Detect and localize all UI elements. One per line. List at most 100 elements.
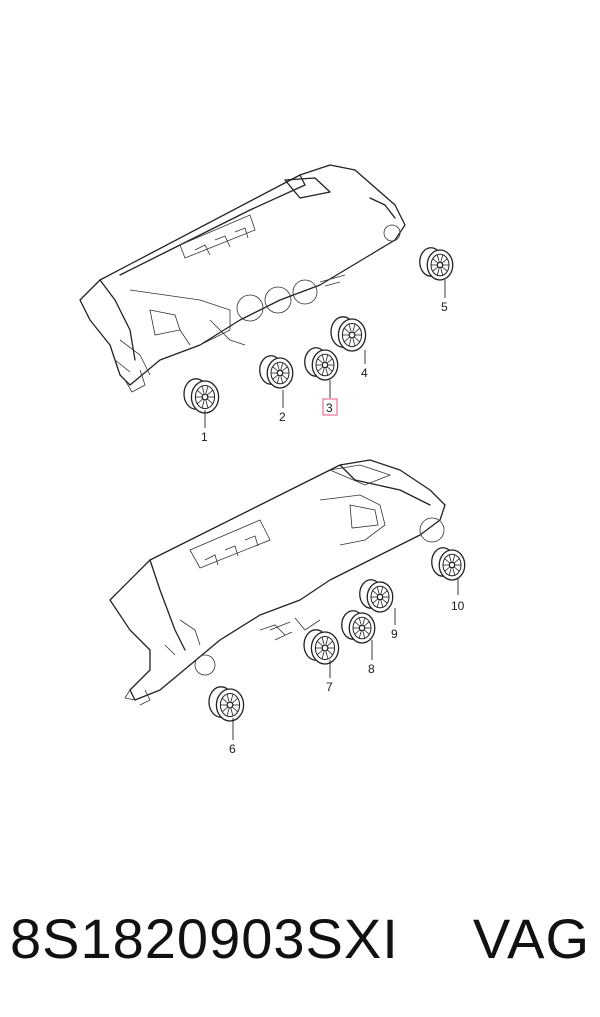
vent-hub (201, 393, 209, 401)
vent-fin (448, 554, 452, 562)
vent-fin (230, 708, 234, 717)
vent-fin (327, 649, 334, 656)
callout-label: 5 (441, 300, 448, 314)
vent-fin (354, 629, 360, 635)
vent-fin (325, 368, 329, 376)
vent-fin (325, 651, 329, 660)
vent-fin (444, 558, 450, 564)
part-caption: 8S1820903SXI VAG (10, 898, 590, 978)
callout-8: 8 (368, 640, 375, 676)
vent-fin (364, 621, 370, 627)
callout-label: 2 (279, 410, 286, 424)
highlight-box (322, 398, 338, 416)
vent-fin (440, 254, 444, 262)
part-number: 8S1820903SXI (10, 906, 399, 970)
vent-fin (316, 649, 323, 656)
air-vent-4 (330, 316, 367, 352)
callout-1: 1 (201, 410, 208, 444)
vent-fin (201, 385, 205, 394)
vent-fin (226, 693, 230, 702)
vent-hub (348, 331, 356, 339)
vent-fin (380, 600, 384, 608)
vent-hub (321, 361, 329, 369)
vent-fin (352, 338, 356, 347)
vent-fin (207, 398, 214, 405)
dashboard-top-drawing (79, 164, 406, 393)
vent-fin (448, 568, 452, 576)
vent-fin (221, 706, 228, 713)
vent-fin (432, 266, 438, 272)
vent-hub (436, 261, 444, 269)
vent-fin (454, 558, 460, 564)
vent-fin (272, 374, 278, 380)
callout-label: 8 (368, 662, 375, 676)
vent-fin (321, 651, 325, 660)
vent-fin (382, 598, 388, 604)
vent-fin (196, 389, 203, 396)
vent-fin (348, 338, 352, 347)
vent-fin (354, 621, 360, 627)
vent-fin (343, 327, 350, 334)
callout-label: 7 (326, 680, 333, 694)
vent-fin (282, 374, 288, 380)
callout-6: 6 (229, 718, 236, 756)
vent-fin (230, 693, 234, 702)
vent-fin (452, 568, 456, 576)
vent-fin (364, 629, 370, 635)
vent-fin (325, 354, 329, 362)
vent-fin (444, 566, 450, 572)
vent-fin (352, 323, 356, 332)
vent-fin (436, 268, 440, 276)
vent-fin (327, 366, 333, 372)
brand-name: VAG (472, 906, 590, 970)
vent-fin (354, 336, 361, 343)
vent-fin (452, 554, 456, 562)
vent-hub (358, 624, 366, 632)
vent-fin (321, 354, 325, 362)
vent-fin (321, 368, 325, 376)
vent-fin (196, 398, 203, 405)
vent-hub (448, 561, 456, 569)
vent-fin (327, 358, 333, 364)
callout-label: 9 (391, 627, 398, 641)
vent-fin (232, 706, 239, 713)
callout-5: 5 (441, 280, 448, 314)
vent-fin (442, 258, 448, 264)
vent-fin (440, 268, 444, 276)
vent-fin (432, 258, 438, 264)
vent-fin (343, 336, 350, 343)
callout-label: 6 (229, 742, 236, 756)
vent-fin (376, 586, 380, 594)
vent-fin (282, 366, 288, 372)
vent-fin (380, 586, 384, 594)
callout-label: 10 (451, 599, 465, 613)
air-vent-9 (359, 579, 394, 613)
vent-fin (201, 400, 205, 409)
vent-fin (205, 400, 209, 409)
vent-fin (207, 389, 214, 396)
callout-4: 4 (361, 350, 368, 380)
vent-fin (226, 708, 230, 717)
exploded-parts-diagram: 1 2 3 4 5 6 7 8 9 10 (79, 164, 466, 756)
vent-fin (454, 566, 460, 572)
air-vent-10 (431, 547, 466, 581)
vent-fin (272, 366, 278, 372)
callout-3-highlighted: 3 (322, 380, 338, 416)
vent-fin (276, 362, 280, 370)
air-vent-3 (304, 347, 339, 381)
vent-fin (276, 376, 280, 384)
vent-hub (376, 593, 384, 601)
vent-fin (221, 697, 228, 704)
vent-fin (362, 617, 366, 625)
vent-fin (317, 366, 323, 372)
vent-hub (276, 369, 284, 377)
vent-fin (316, 640, 323, 647)
air-vent-8 (341, 610, 376, 644)
callout-2: 2 (279, 390, 286, 424)
callout-label: 4 (361, 366, 368, 380)
vent-hub (321, 644, 329, 652)
vent-fin (280, 362, 284, 370)
vent-fin (280, 376, 284, 384)
vent-fin (354, 327, 361, 334)
vent-fin (376, 600, 380, 608)
